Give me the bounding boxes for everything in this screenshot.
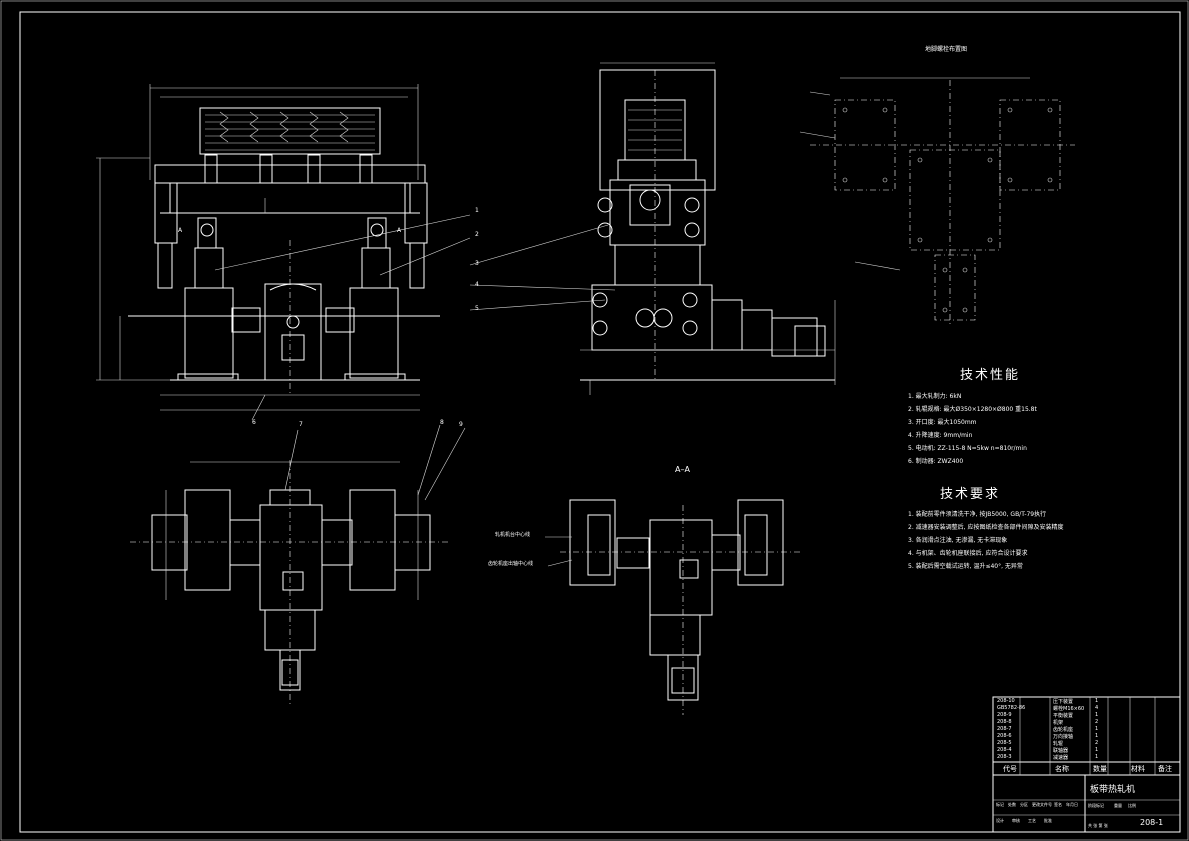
requirement-item: 4. 与机架、齿轮机座联接后, 应符合设计要求 xyxy=(908,550,1028,557)
header-qty: 数量 xyxy=(1093,765,1107,773)
parts-row: 208-3 减速器 1 xyxy=(995,754,1179,761)
part-qty: 1 xyxy=(1095,698,1099,704)
part-code: 208-9 xyxy=(997,712,1012,718)
part-qty: 2 xyxy=(1095,719,1099,725)
header-material: 材料 xyxy=(1131,765,1145,773)
parts-row: 208-9 平衡装置 1 xyxy=(995,712,1179,719)
requirement-item: 1. 装配前零件须清洗干净, 按JB5000, GB/T-79执行 xyxy=(908,511,1047,518)
layout-title: 地脚螺栓布置图 xyxy=(925,46,968,53)
header-remark: 备注 xyxy=(1158,765,1172,773)
performance-item: 3. 开口度: 最大1050mm xyxy=(908,419,977,426)
performance-item: 5. 电动机: ZZ-115-8 N=5kw n=810r/min xyxy=(908,445,1027,452)
parts-row: 208-10 压下装置 1 xyxy=(995,698,1179,705)
callout-leaders xyxy=(214,214,616,501)
part-code: 208-3 xyxy=(997,754,1012,760)
part-name: 齿轮机座 xyxy=(1053,727,1074,733)
requirements-list: 1. 装配前零件须清洗干净, 按JB5000, GB/T-79执行 2. 减速器… xyxy=(908,508,1063,573)
part-code: 208-4 xyxy=(997,747,1012,753)
parts-row: GB5782-86 螺栓M16×60 4 xyxy=(995,705,1179,712)
plan-view xyxy=(130,460,450,705)
part-qty: 1 xyxy=(1095,747,1099,753)
drawing-number: 208-1 xyxy=(1140,818,1164,827)
requirements-title: 技术要求 xyxy=(940,487,1001,502)
requirement-item: 3. 各润滑点注油, 无渗漏, 无卡滞现象 xyxy=(908,537,1008,544)
part-name: 压下装置 xyxy=(1053,699,1074,705)
rev-label: 年月日 xyxy=(1066,802,1078,807)
part-code: GB5782-86 xyxy=(997,705,1026,711)
performance-item: 4. 升降速度: 9mm/min xyxy=(908,432,973,439)
header-code: 代号 xyxy=(1003,765,1017,773)
sign-label: 审核 xyxy=(1012,818,1020,823)
part-name: 平衡装置 xyxy=(1053,713,1074,719)
part-qty: 1 xyxy=(1095,726,1099,732)
performance-item: 6. 制动器: ZWZ400 xyxy=(908,458,964,465)
performance-list: 1. 最大轧制力: 6kN 2. 轧辊规格: 最大Ø350×1280×Ø800 … xyxy=(908,390,1037,468)
rev-label: 更改文件号 xyxy=(1032,802,1052,807)
parts-row: 208-7 齿轮机座 1 xyxy=(995,726,1179,733)
callout-8: 8 xyxy=(440,419,444,426)
drawing-name: 板带热轧机 xyxy=(1090,785,1136,795)
section-a-a-label: A–A xyxy=(675,465,690,474)
stage-label: 阶段标记 xyxy=(1088,803,1104,808)
part-qty: 4 xyxy=(1095,705,1099,711)
sheet-count: 共 张 第 张 xyxy=(1088,823,1108,828)
part-qty: 2 xyxy=(1095,740,1099,746)
header-name: 名称 xyxy=(1055,765,1069,773)
side-view xyxy=(580,62,836,395)
callout-1: 1 xyxy=(475,207,479,214)
parts-header: 代号 名称 数量 材料 备注 xyxy=(995,763,1179,775)
parts-row: 208-6 万向接轴 1 xyxy=(995,733,1179,740)
performance-item: 1. 最大轧制力: 6kN xyxy=(908,393,962,400)
center-line-label-1: 轧机机台中心线 xyxy=(495,532,531,538)
sign-label: 工艺 xyxy=(1028,818,1036,823)
performance-title: 技术性能 xyxy=(960,368,1021,383)
foundation-layout xyxy=(799,77,1075,325)
section-a-a xyxy=(545,499,800,715)
parts-row: 208-8 机架 2 xyxy=(995,719,1179,726)
part-qty: 1 xyxy=(1095,712,1099,718)
callout-4: 4 xyxy=(475,281,479,288)
part-name: 轧辊 xyxy=(1053,741,1064,747)
parts-row: 208-5 轧辊 2 xyxy=(995,740,1179,747)
parts-list: 208-10 压下装置 1 GB5782-86 螺栓M16×60 4 208-9… xyxy=(995,698,1179,761)
part-code: 208-6 xyxy=(997,733,1012,739)
front-view xyxy=(96,84,440,411)
rev-label: 签名 xyxy=(1054,802,1062,807)
callout-6: 6 xyxy=(252,419,256,426)
part-qty: 1 xyxy=(1095,754,1099,760)
sign-label: 批准 xyxy=(1044,818,1052,823)
callout-7: 7 xyxy=(299,421,303,428)
part-code: 208-8 xyxy=(997,719,1012,725)
title-block-frame xyxy=(992,696,1181,833)
section-mark-right: A xyxy=(397,227,402,234)
section-mark-left: A xyxy=(178,227,183,234)
parts-row: 208-4 联轴器 1 xyxy=(995,747,1179,754)
stage-label: 比例 xyxy=(1128,803,1136,808)
part-code: 208-10 xyxy=(997,698,1015,704)
sign-label: 设计 xyxy=(996,818,1004,823)
rev-label: 处数 xyxy=(1008,802,1016,807)
callout-5: 5 xyxy=(475,305,479,312)
center-line-label-2: 齿轮机座出轴中心线 xyxy=(488,561,534,567)
requirement-item: 5. 装配后需空载试运转, 温升≤40°, 无异常 xyxy=(908,563,1023,570)
part-name: 万向接轴 xyxy=(1053,734,1074,740)
part-code: 208-7 xyxy=(997,726,1012,732)
part-name: 机架 xyxy=(1053,720,1064,726)
rev-label: 分区 xyxy=(1020,802,1028,807)
stage-label: 重量 xyxy=(1114,803,1122,808)
inner-border xyxy=(19,11,1181,833)
callout-2: 2 xyxy=(475,231,479,238)
part-name: 联轴器 xyxy=(1053,748,1069,754)
part-name: 螺栓M16×60 xyxy=(1053,706,1085,712)
part-code: 208-5 xyxy=(997,740,1012,746)
callout-3: 3 xyxy=(475,260,479,267)
part-qty: 1 xyxy=(1095,733,1099,739)
rev-label: 标记 xyxy=(996,802,1004,807)
part-name: 减速器 xyxy=(1053,755,1069,761)
callout-9: 9 xyxy=(459,421,463,428)
performance-item: 2. 轧辊规格: 最大Ø350×1280×Ø800 重15.8t xyxy=(908,406,1037,413)
requirement-item: 2. 减速器安装调整后, 应按图纸检查各部件间隙及安装精度 xyxy=(908,524,1064,531)
